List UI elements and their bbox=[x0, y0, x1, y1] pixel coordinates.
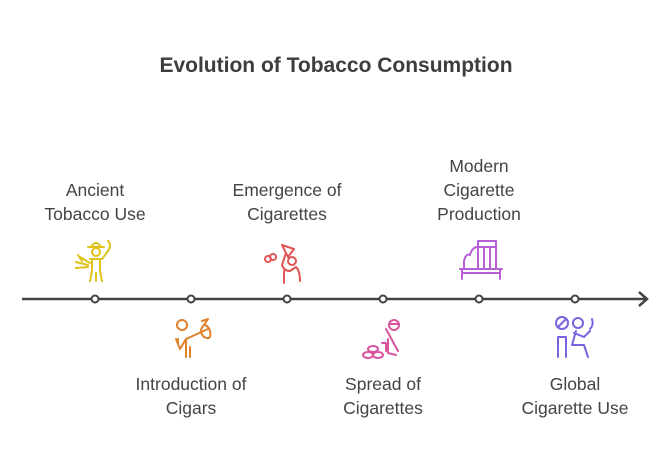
timeline-node bbox=[282, 294, 292, 304]
timeline-node bbox=[378, 294, 388, 304]
soldier-with-supplies-icon bbox=[358, 311, 408, 361]
traveler-with-bundle-icon bbox=[166, 311, 216, 361]
event-label: Spread of Cigarettes bbox=[343, 374, 423, 418]
event-label: Introduction of Cigars bbox=[135, 374, 247, 418]
timeline-node bbox=[186, 294, 196, 304]
farmer-with-tobacco-icon bbox=[70, 237, 120, 287]
arrowhead-icon bbox=[638, 291, 649, 307]
person-smoking-no-smoking-icon bbox=[550, 311, 600, 361]
event-label: Modern Cigarette Production bbox=[437, 156, 521, 224]
factory-machine-icon bbox=[454, 237, 504, 287]
timeline-node bbox=[474, 294, 484, 304]
event-label: Emergence of Cigarettes bbox=[232, 180, 342, 224]
timeline-node bbox=[90, 294, 100, 304]
event-label: Ancient Tobacco Use bbox=[44, 180, 146, 224]
timeline-node bbox=[570, 294, 580, 304]
person-with-smoke-icon bbox=[262, 237, 312, 287]
diagram-title: Evolution of Tobacco Consumption bbox=[159, 54, 513, 77]
event-label: Global Cigarette Use bbox=[521, 374, 629, 418]
